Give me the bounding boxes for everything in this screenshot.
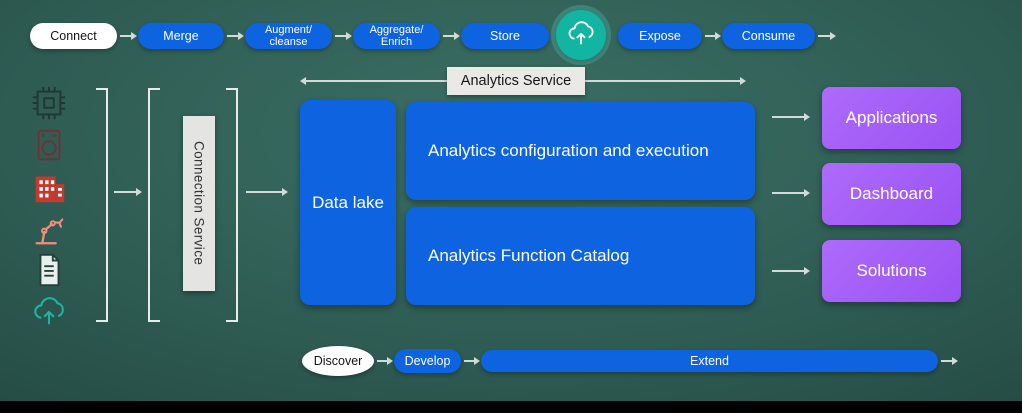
step-expose: Expose	[618, 23, 702, 49]
step-extend-label: Extend	[690, 354, 729, 368]
step-connect: Connect	[30, 23, 117, 49]
step-aggregate-line2: Enrich	[380, 36, 413, 48]
connection-service-box: Connection Service	[183, 116, 215, 291]
step-aggregate-enrich: Aggregate/ Enrich	[353, 23, 440, 49]
arrow	[818, 32, 836, 40]
robot-arm-icon	[30, 210, 68, 248]
step-store: Store	[461, 23, 549, 49]
connection-service-bracket-right	[226, 88, 238, 322]
sources-bracket	[96, 88, 108, 322]
washing-machine-icon	[30, 126, 68, 164]
output-dashboard-box: Dashboard	[822, 163, 961, 225]
step-merge: Merge	[138, 23, 224, 49]
cloud-upload-icon	[565, 17, 597, 54]
step-augment-cleanse: Augment/ cleanse	[245, 23, 332, 49]
step-discover: Discover	[302, 346, 374, 376]
step-augment-line2: cleanse	[269, 36, 308, 48]
step-discover-label: Discover	[313, 354, 363, 368]
step-consume-label: Consume	[741, 29, 796, 43]
output-applications-label: Applications	[845, 108, 938, 127]
document-icon	[30, 251, 68, 289]
output-solutions-box: Solutions	[822, 240, 961, 302]
step-develop: Develop	[394, 349, 461, 373]
connection-service-bracket-left	[148, 88, 160, 322]
arrow	[335, 32, 352, 40]
analytics-catalog-box: Analytics Function Catalog	[406, 207, 755, 305]
arrow	[443, 32, 460, 40]
arrow	[464, 357, 480, 365]
arrow	[772, 113, 810, 121]
arrow	[941, 357, 958, 365]
data-lake-label: Data lake	[312, 192, 384, 212]
step-extend: Extend	[481, 350, 938, 372]
step-aggregate-line1: Aggregate/	[369, 23, 424, 36]
analytics-config-box: Analytics configuration and execution	[406, 102, 755, 200]
step-develop-label: Develop	[404, 354, 451, 368]
analytics-service-text: Analytics Service	[460, 73, 572, 89]
data-lake-box: Data lake	[300, 100, 396, 305]
arrow	[246, 188, 288, 196]
bottom-bar	[0, 401, 1022, 413]
output-applications-box: Applications	[822, 87, 961, 149]
connection-service-label: Connection Service	[191, 141, 207, 266]
arrow	[120, 32, 137, 40]
step-consume: Consume	[722, 23, 815, 49]
output-dashboard-label: Dashboard	[849, 184, 934, 203]
step-store-label: Store	[490, 29, 520, 43]
arrow	[114, 188, 142, 196]
step-merge-label: Merge	[163, 29, 199, 43]
cpu-chip-icon	[30, 84, 68, 122]
step-augment-line1: Augment/	[264, 23, 313, 36]
output-solutions-label: Solutions	[856, 261, 927, 280]
arrow	[772, 267, 810, 275]
analytics-catalog-label: Analytics Function Catalog	[428, 246, 630, 265]
step-expose-label: Expose	[639, 29, 681, 43]
cloud-upload-icon	[30, 292, 68, 330]
arrow	[772, 189, 810, 197]
analytics-config-label: Analytics configuration and execution	[428, 140, 709, 160]
step-connect-label: Connect	[50, 29, 97, 43]
arrow	[227, 32, 244, 40]
analytics-service-label: Analytics Service	[447, 67, 585, 95]
cloud-upload-badge	[556, 10, 606, 60]
arrow	[705, 32, 721, 40]
arrow	[377, 357, 393, 365]
factory-building-icon	[30, 168, 68, 206]
